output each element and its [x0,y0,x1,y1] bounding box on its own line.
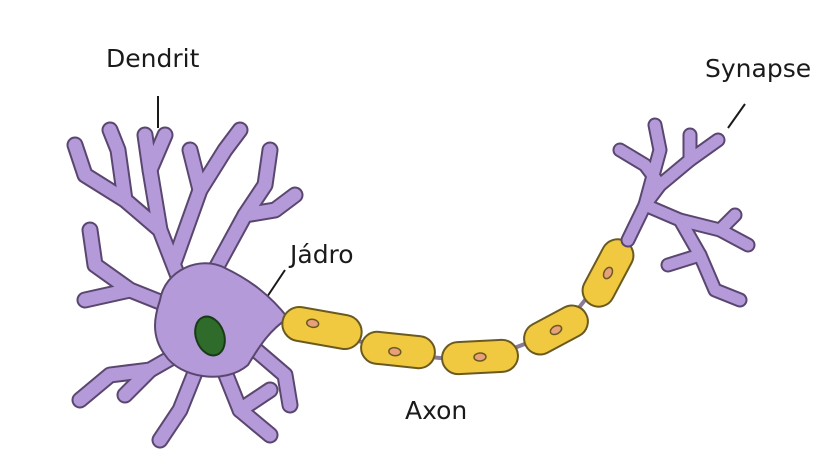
label-jadro: Jádro [290,242,354,267]
synapse-leader-line [728,104,745,128]
label-synapse: Synapse [705,56,811,81]
label-dendrit: Dendrit [106,46,199,71]
axon-terminals [620,125,748,300]
label-axon: Axon [405,398,467,423]
